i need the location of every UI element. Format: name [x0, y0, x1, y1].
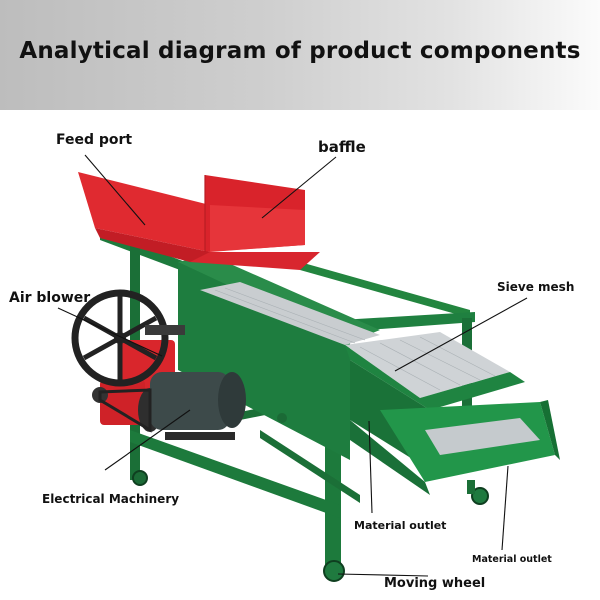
feed-hopper — [78, 172, 320, 270]
machine-illustration — [57, 154, 560, 582]
wheels — [132, 413, 489, 582]
label-electrical-machinery: Electrical Machinery — [42, 492, 180, 506]
title-banner: Analytical diagram of product components — [0, 0, 600, 110]
label-feed-port: Feed port — [56, 132, 133, 148]
sieve-body — [178, 255, 525, 470]
label-material-outlet-2: Material outlet — [472, 554, 552, 565]
label-material-outlet-1: Material outlet — [354, 519, 447, 532]
label-sieve-mesh: Sieve mesh — [497, 280, 575, 294]
leader-lines — [57, 154, 528, 577]
electrical-machinery — [98, 372, 246, 440]
label-air-blower: Air blower — [9, 290, 91, 306]
label-moving-wheel: Moving wheel — [384, 576, 486, 591]
page-title: Analytical diagram of product components — [19, 38, 581, 64]
label-baffle: baffle — [318, 138, 366, 156]
